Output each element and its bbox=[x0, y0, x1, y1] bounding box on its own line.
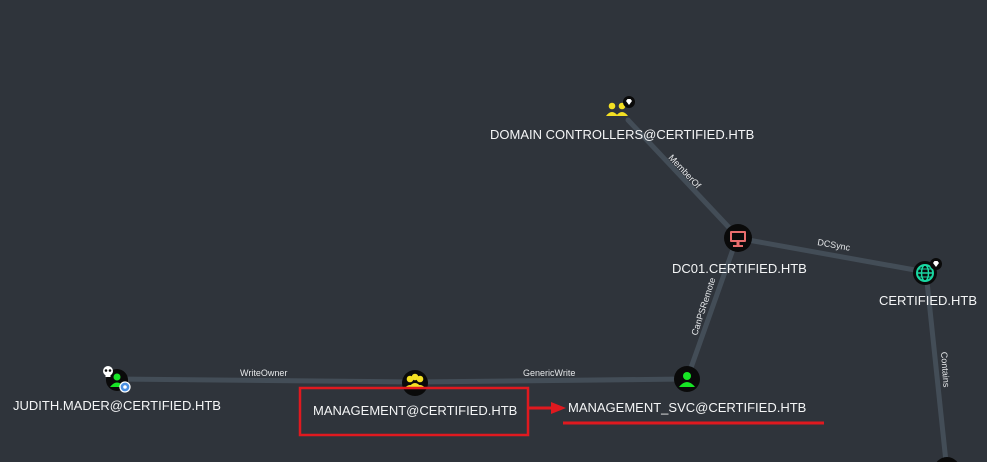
node-disc bbox=[936, 457, 958, 462]
edges-layer bbox=[114, 117, 949, 462]
node-label-domain-controllers: DOMAIN CONTROLLERS@CERTIFIED.HTB bbox=[490, 127, 754, 142]
node-management[interactable]: MANAGEMENT@CERTIFIED.HTB bbox=[313, 370, 517, 418]
owned-badge-icon bbox=[119, 381, 131, 393]
user-icon bbox=[679, 372, 695, 387]
node-dc01[interactable]: DC01.CERTIFIED.HTB bbox=[672, 224, 807, 276]
edge-label-contains: Contains bbox=[939, 351, 951, 388]
edge-memberof[interactable] bbox=[625, 117, 740, 239]
edge-writeowner[interactable] bbox=[114, 376, 418, 385]
node-label-dc01: DC01.CERTIFIED.HTB bbox=[672, 261, 807, 276]
skull-icon bbox=[103, 366, 113, 377]
computer-icon bbox=[730, 231, 746, 247]
edge-dcsync[interactable] bbox=[734, 235, 929, 275]
edge-genericwrite[interactable] bbox=[412, 376, 690, 385]
edge-label-genericwrite: GenericWrite bbox=[523, 368, 575, 378]
edge-label-memberof: MemberOf bbox=[667, 153, 704, 191]
node-label-certified: CERTIFIED.HTB bbox=[879, 293, 977, 308]
edge-label-dcsync: DCSync bbox=[817, 237, 852, 253]
node-certified[interactable]: CERTIFIED.HTB bbox=[879, 258, 977, 308]
node-offscreen[interactable] bbox=[934, 457, 960, 462]
node-domain-controllers[interactable]: DOMAIN CONTROLLERS@CERTIFIED.HTB bbox=[490, 96, 754, 142]
high-value-badge-icon bbox=[930, 258, 942, 270]
edge-labels-layer: MemberOf DCSync CanPSRemote WriteOwner G… bbox=[240, 153, 951, 389]
edge-contains[interactable] bbox=[923, 269, 949, 462]
domain-globe-icon bbox=[916, 264, 934, 282]
arrow-right-icon bbox=[551, 402, 566, 414]
highlight-box bbox=[298, 386, 530, 437]
edge-canpsremote[interactable] bbox=[684, 235, 740, 382]
edge-label-writeowner: WriteOwner bbox=[240, 368, 287, 378]
high-value-badge-icon bbox=[623, 96, 635, 108]
node-management-svc[interactable]: MANAGEMENT_SVC@CERTIFIED.HTB bbox=[568, 366, 806, 415]
annotations-layer bbox=[298, 386, 824, 437]
node-label-management: MANAGEMENT@CERTIFIED.HTB bbox=[313, 403, 517, 418]
node-label-management-svc: MANAGEMENT_SVC@CERTIFIED.HTB bbox=[568, 400, 806, 415]
node-label-judith: JUDITH.MADER@CERTIFIED.HTB bbox=[13, 398, 221, 413]
node-judith[interactable]: JUDITH.MADER@CERTIFIED.HTB bbox=[13, 366, 221, 413]
